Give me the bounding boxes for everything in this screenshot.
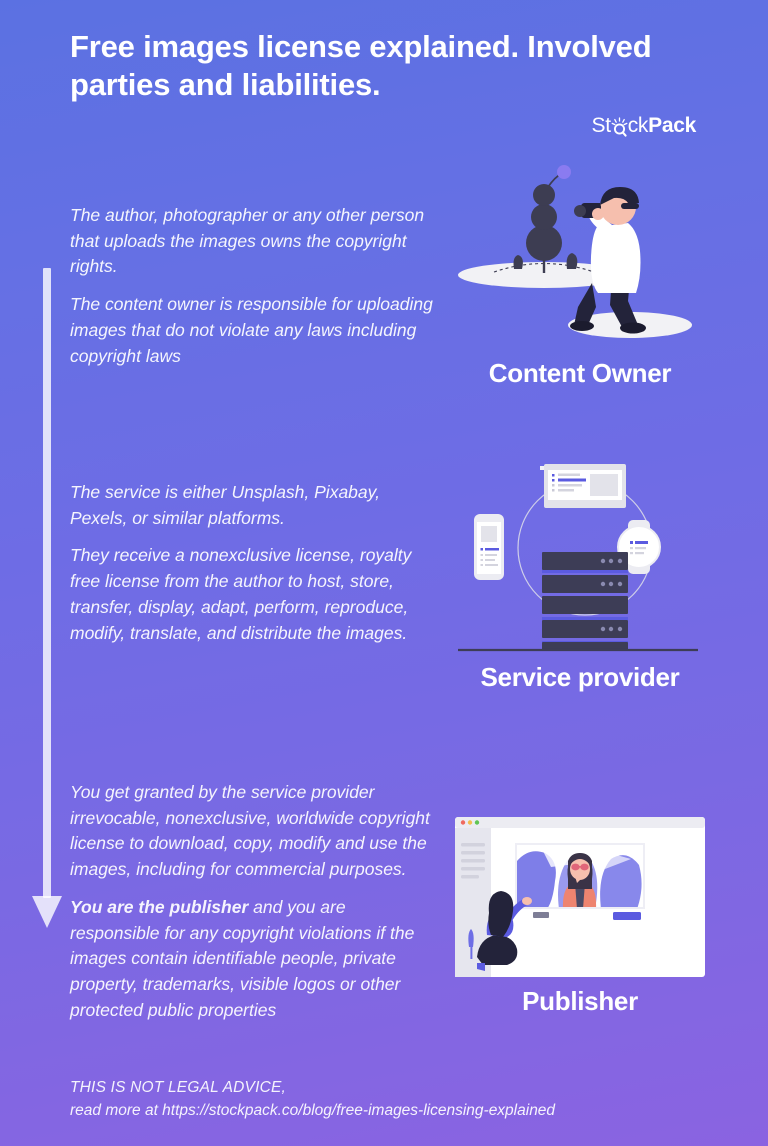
brand-text-part3: Pack (648, 114, 696, 137)
paragraph: The author, photographer or any other pe… (70, 205, 425, 277)
footer-disclaimer: THIS IS NOT LEGAL ADVICE, read more at h… (70, 1076, 555, 1123)
caption-publisher: Publisher (522, 986, 638, 1016)
browser-window-photo-editor-icon (455, 817, 705, 977)
arrow-head (32, 896, 62, 928)
server-rack-devices-icon (458, 460, 708, 652)
paragraph: The service is either Unsplash, Pixabay,… (70, 482, 380, 528)
section-publisher-copy: You get granted by the service provider … (70, 780, 438, 1023)
page-title: Free images license explained. Involved … (70, 29, 652, 102)
paragraph-bold-lead: You are the publisher (70, 896, 249, 917)
read-more-link[interactable]: read more at https://stockpack.co/blog/f… (70, 1101, 556, 1119)
paragraph: They receive a nonexclusive license, roy… (70, 545, 412, 643)
poster-header: Free images license explained. Involved … (70, 28, 690, 104)
legal-disclaimer-text: THIS IS NOT LEGAL ADVICE, (70, 1078, 287, 1096)
brand-text-part1: St (591, 114, 611, 137)
caption-content-owner: Content Owner (488, 358, 672, 388)
paragraph: You get granted by the service provider … (70, 782, 430, 880)
section-service-provider-copy: The service is either Unsplash, Pixabay,… (70, 480, 422, 646)
arrow-stem (43, 268, 51, 898)
downward-flow-arrow (32, 268, 62, 928)
caption-service-provider: Service provider (480, 662, 680, 692)
paragraph-rest: and you are responsible for any copyrigh… (70, 896, 415, 1020)
paragraph: The content owner is responsible for upl… (70, 294, 433, 366)
photographer-kneeling-icon (452, 165, 708, 350)
paragraph: You are the publisher and you are respon… (70, 895, 438, 1024)
brand-text-part2: ck (627, 114, 649, 137)
section-content-owner-copy: The author, photographer or any other pe… (70, 203, 435, 369)
magnifier-lightbulb-icon (611, 116, 628, 137)
